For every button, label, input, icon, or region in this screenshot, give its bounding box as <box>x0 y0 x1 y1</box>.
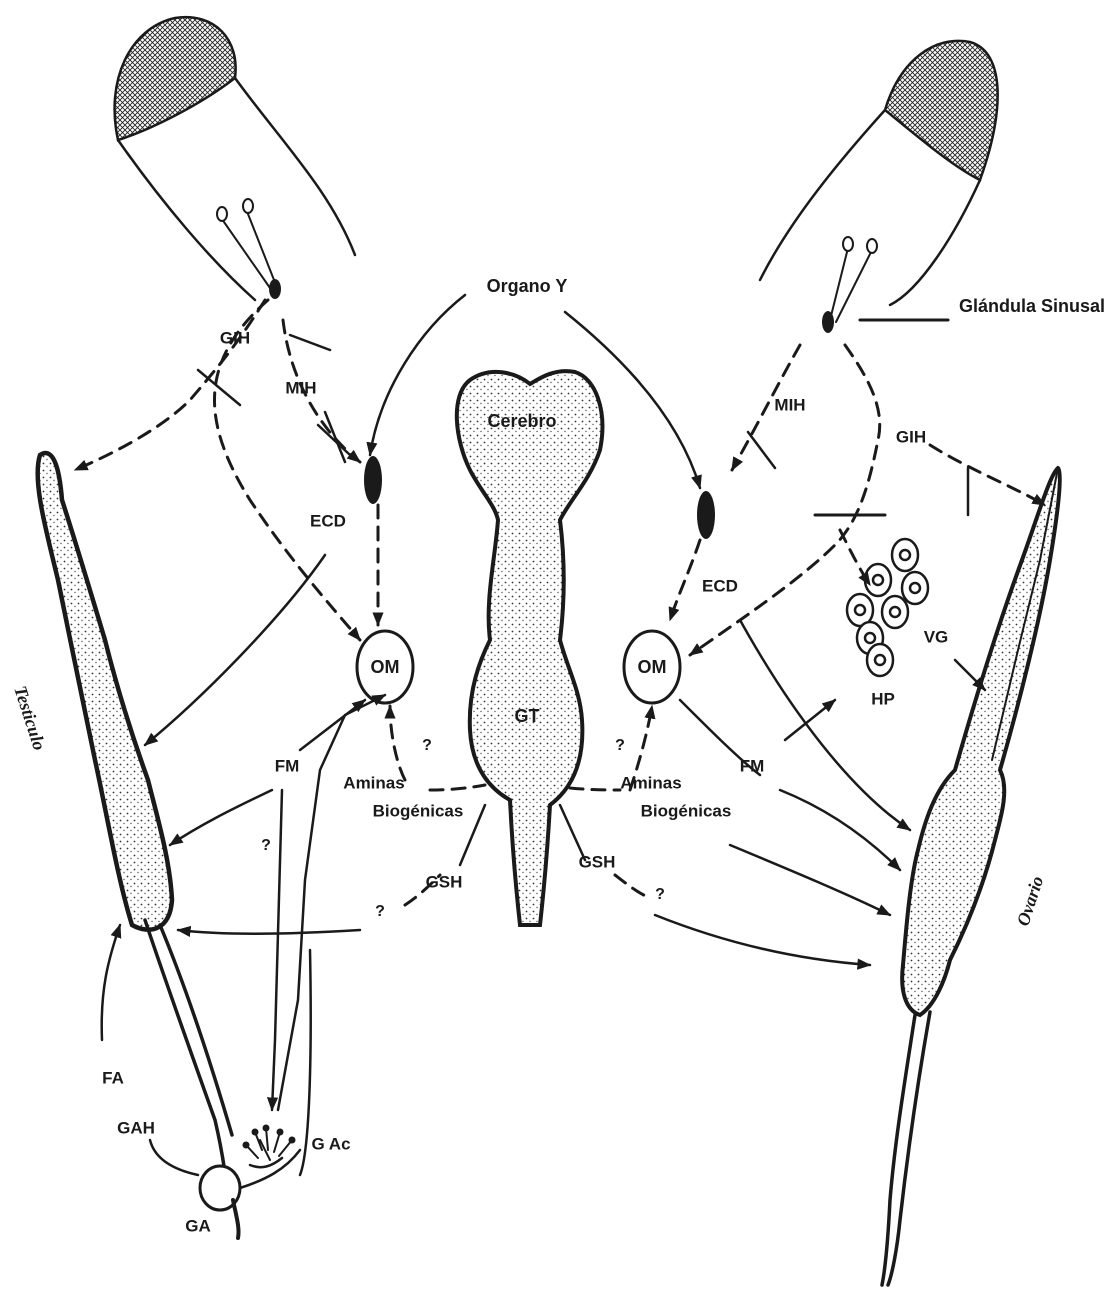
aminas-right-1: Aminas <box>620 775 681 792</box>
cerebro-label: Cerebro <box>487 412 556 430</box>
gsh-left-label: GSH <box>426 874 463 891</box>
glandula-sinusal-label: Glándula Sinusal <box>959 297 1105 315</box>
mih-right-label: MIH <box>774 397 805 414</box>
organo-y-label: Organo Y <box>487 277 568 295</box>
vg-label: VG <box>924 629 949 646</box>
fm-right-label: FM <box>740 758 765 775</box>
question-mark-3: ? <box>375 904 385 920</box>
ecd-node-left <box>364 456 382 504</box>
x-organ-left <box>217 199 281 299</box>
ga-label: GA <box>185 1218 211 1235</box>
gac-label: G Ac <box>311 1136 350 1153</box>
hp-label: HP <box>871 691 895 708</box>
ecd-left-label: ECD <box>310 513 346 530</box>
gsh-right-label: GSH <box>579 854 616 871</box>
right-eyestalk <box>760 41 998 333</box>
question-mark-5: ? <box>655 887 665 903</box>
brain-thoracic-ganglion <box>457 371 603 925</box>
aminas-right-2: Biogénicas <box>641 803 732 820</box>
aminas-left-1: Aminas <box>343 775 404 792</box>
hepatopancreas <box>847 539 928 676</box>
left-eyestalk <box>115 17 355 300</box>
gih-right-label: GIH <box>896 429 926 446</box>
ecd-right-label: ECD <box>702 578 738 595</box>
aminas-left-2: Biogénicas <box>373 803 464 820</box>
question-mark-1: ? <box>422 738 432 754</box>
gih-left-label: GIH <box>220 330 250 347</box>
question-mark-2: ? <box>261 838 271 854</box>
om-right-label: OM <box>638 658 667 676</box>
gah-label: GAH <box>117 1120 155 1137</box>
mih-left-label: MIH <box>285 380 316 397</box>
fa-label: FA <box>102 1070 124 1087</box>
om-left-label: OM <box>371 658 400 676</box>
ecd-node-right <box>697 491 715 539</box>
question-mark-4: ? <box>615 738 625 754</box>
fm-left-label: FM <box>275 758 300 775</box>
accessory-gland <box>240 1126 300 1189</box>
gt-label: GT <box>515 707 540 725</box>
